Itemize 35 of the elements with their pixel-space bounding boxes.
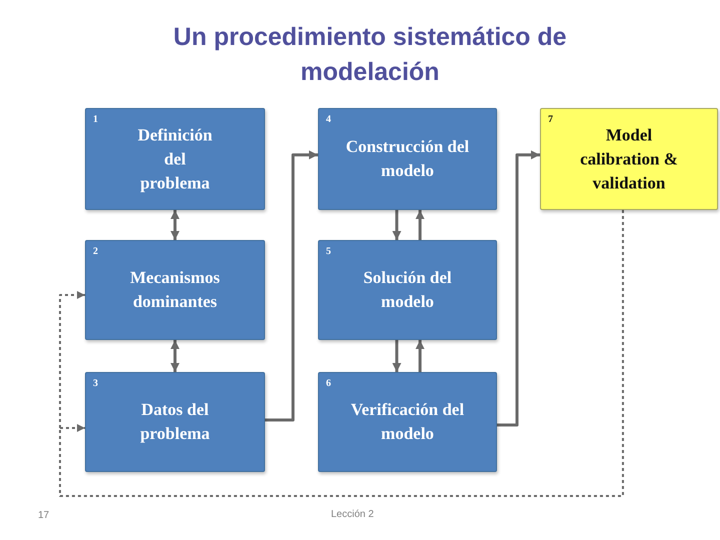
step-label: Definición del problema xyxy=(136,124,214,194)
title: Un procedimiento sistemático de modelación xyxy=(172,22,568,88)
page-number: 17 xyxy=(38,510,50,521)
step-label: Mecanismos dominantes xyxy=(129,267,221,313)
process-box xyxy=(318,240,497,340)
arrow xyxy=(497,150,540,426)
arrow xyxy=(392,210,402,240)
process-box xyxy=(318,372,497,472)
step-number: 7 xyxy=(548,114,553,125)
arrow xyxy=(170,210,180,240)
step-number: 3 xyxy=(93,378,98,389)
step-number: 6 xyxy=(326,378,331,389)
arrow xyxy=(416,210,425,240)
arrow xyxy=(265,150,318,422)
process-box xyxy=(85,108,265,210)
footer-text: Lección 2 xyxy=(331,509,374,520)
arrow xyxy=(392,340,402,372)
step-label: Datos del problema xyxy=(139,399,211,445)
step-label: Construcción del modelo xyxy=(345,136,470,182)
step-number: 2 xyxy=(93,246,98,257)
process-box xyxy=(85,240,265,340)
dashed-arrow xyxy=(59,291,85,428)
step-number: 4 xyxy=(326,114,331,125)
dashed-arrow xyxy=(60,424,85,432)
dashed-line xyxy=(59,210,624,497)
step-label: Model calibration & validation xyxy=(579,124,679,194)
step-label: Verificación del modelo xyxy=(350,399,465,445)
arrow xyxy=(170,340,180,372)
arrow xyxy=(416,340,425,372)
step-number: 5 xyxy=(326,246,331,257)
process-box xyxy=(318,108,497,210)
process-box xyxy=(85,372,265,472)
step-label: Solución del modelo xyxy=(362,267,453,313)
step-number: 1 xyxy=(93,114,98,125)
process-box xyxy=(540,108,718,210)
